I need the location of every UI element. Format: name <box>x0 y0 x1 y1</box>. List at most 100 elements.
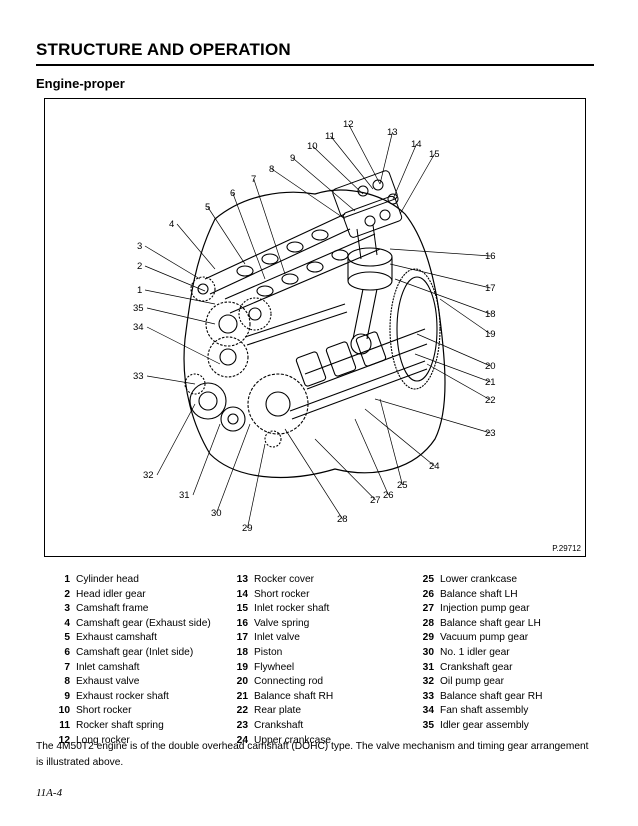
legend-item-label: Balance shaft gear RH <box>440 690 543 702</box>
legend-item: 33 Balance shaft gear RH <box>408 690 543 705</box>
callout-label: 25 <box>397 480 408 491</box>
figure-code: P.29712 <box>552 544 581 553</box>
legend-item: 14 Short rocker <box>222 588 333 603</box>
legend-item-label: Fan shaft assembly <box>440 705 529 717</box>
legend-item-number: 17 <box>236 632 248 644</box>
legend-item-number: 33 <box>422 690 434 702</box>
legend-item-label: No. 1 idler gear <box>440 646 510 658</box>
legend-item-number: 20 <box>236 676 248 688</box>
leader-line <box>176 223 216 270</box>
legend-item-label: Long rocker <box>76 734 130 746</box>
leader-line <box>364 408 435 467</box>
legend-item: 34 Fan shaft assembly <box>408 704 543 719</box>
leader-line <box>144 289 216 305</box>
legend-item: 7 Inlet camshaft <box>44 661 211 676</box>
callout-label: 21 <box>485 377 496 388</box>
leader-line <box>379 131 393 185</box>
callout-label: 27 <box>370 495 381 506</box>
callout-label: 8 <box>269 164 274 175</box>
engine-drawing <box>183 170 446 478</box>
leader-line <box>414 353 491 383</box>
legend-item: 18 Piston <box>222 646 333 661</box>
section-subtitle: Engine-proper <box>36 76 125 91</box>
leader-lines <box>144 123 491 529</box>
leader-line <box>394 278 491 315</box>
callout-label: 3 <box>137 241 142 252</box>
legend-item-label: Camshaft gear (Exhaust side) <box>76 617 211 629</box>
legend-item-label: Camshaft gear (Inlet side) <box>76 646 194 658</box>
legend-item-number: 23 <box>236 719 248 731</box>
legend-item-number: 15 <box>236 603 248 615</box>
legend-item: 2 Head idler gear <box>44 588 211 603</box>
leader-line <box>146 326 221 365</box>
legend-item-label: Upper crankcase <box>254 734 332 746</box>
legend-item-label: Idler gear assembly <box>440 719 529 731</box>
legend-item-label: Exhaust camshaft <box>76 632 157 644</box>
leader-line <box>156 403 196 476</box>
legend-item-label: Rocker shaft spring <box>76 719 164 731</box>
legend-item-label: Inlet camshaft <box>76 661 140 673</box>
legend-item-number: 26 <box>422 588 434 600</box>
legend-item-number: 34 <box>422 705 434 717</box>
legend-item-number: 24 <box>236 734 248 746</box>
piston-conrod <box>347 247 393 355</box>
legend-item-label: Valve spring <box>254 617 310 629</box>
legend-item-label: Balance shaft LH <box>440 588 518 600</box>
leader-line <box>232 192 266 280</box>
leader-line <box>389 248 491 257</box>
leader-line <box>253 178 286 275</box>
leader-line <box>144 265 206 292</box>
figure-caption: The 4M50T2 engine is of the double overh… <box>36 741 589 768</box>
callout-label: 24 <box>429 461 440 472</box>
callout-label: 1 <box>137 285 142 296</box>
leader-line <box>354 418 389 496</box>
callout-label: 20 <box>485 361 496 372</box>
legend-item-label: Head idler gear <box>76 588 146 600</box>
legend-item-label: Exhaust valve <box>76 676 140 688</box>
legend-item: 35 Idler gear assembly <box>408 719 543 734</box>
legend-item-label: Oil pump gear <box>440 676 504 688</box>
callout-label: 16 <box>485 251 496 262</box>
legend-item-number: 14 <box>236 588 248 600</box>
legend-item: 24 Upper crankcase <box>222 734 333 749</box>
leader-line <box>416 333 491 367</box>
callout-label: 26 <box>383 490 394 501</box>
callout-label: 18 <box>485 309 496 320</box>
legend-item-number: 2 <box>64 588 70 600</box>
legend-item-number: 7 <box>64 661 70 673</box>
leader-line <box>216 423 251 514</box>
legend-item-number: 19 <box>236 661 248 673</box>
leader-line <box>312 145 364 195</box>
legend-item-number: 13 <box>236 574 248 585</box>
legend-item-label: Piston <box>254 646 283 658</box>
leader-line <box>392 143 417 200</box>
legend-item-number: 31 <box>422 661 434 673</box>
leader-line <box>284 428 343 520</box>
legend-item-label: Balance shaft RH <box>254 690 334 702</box>
legend-item-number: 18 <box>236 646 248 658</box>
legend-item-number: 32 <box>422 676 434 688</box>
callout-label: 19 <box>485 329 496 340</box>
legend-item-label: Vacuum pump gear <box>440 632 529 644</box>
engine-illustration: 1234567891011121314151617181920212223242… <box>133 119 496 534</box>
legend-item-label: Short rocker <box>76 705 132 717</box>
legend-item-number: 35 <box>422 719 434 731</box>
legend-item-label: Short rocker <box>254 588 310 600</box>
legend-item-number: 9 <box>64 690 70 702</box>
legend-item-number: 30 <box>422 646 434 658</box>
legend-item-number: 28 <box>422 617 434 629</box>
legend-item-label: Camshaft frame <box>76 603 149 615</box>
leader-line <box>399 153 435 215</box>
